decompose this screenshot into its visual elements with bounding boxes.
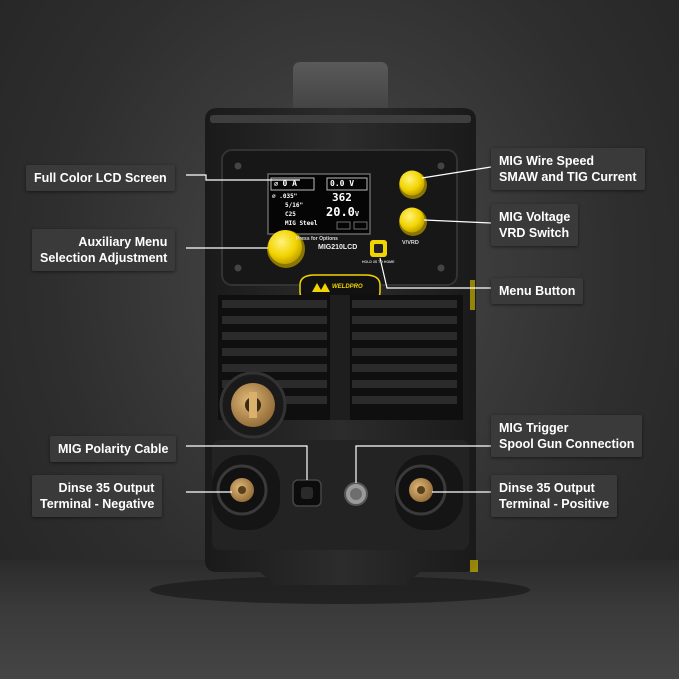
callout-wire-speed: MIG Wire Speed SMAW and TIG Current [491, 148, 645, 190]
lcd-current-unit: A [292, 179, 297, 188]
callout-positive-line1: Dinse 35 Output [499, 481, 595, 495]
voltage-knob [399, 207, 425, 233]
lcd-content: ⌀ 0 A 0.0 V ⌀ .035" 362 5/16" C25 20.0V … [268, 174, 370, 234]
brand-label: WELDPRO [332, 284, 363, 290]
callout-menu-button: Menu Button [491, 278, 584, 304]
callout-trigger-line2: Spool Gun Connection [499, 437, 635, 451]
lcd-current-value: 0 [282, 179, 288, 188]
lcd-voltage-set: 20.0V [326, 205, 359, 219]
callout-negative-line2: Terminal - Negative [40, 497, 155, 511]
lcd-voltage-display: 0.0 V [330, 179, 354, 188]
lcd-voltage-value: 0.0 [330, 179, 345, 188]
callout-trigger-line1: MIG Trigger [499, 421, 569, 435]
wire-speed-knob [399, 170, 425, 196]
lcd-wire-diameter: ⌀ .035" [272, 193, 297, 200]
callout-aux-menu-line1: Auxiliary Menu [78, 235, 168, 249]
callout-wire-speed-line2: SMAW and TIG Current [499, 170, 637, 184]
callout-voltage-line2: VRD Switch [499, 226, 570, 240]
wire-diameter-icon: ⌀ [272, 193, 280, 200]
callout-voltage-line1: MIG Voltage [499, 210, 571, 224]
callout-wire-speed-line1: MIG Wire Speed [499, 154, 595, 168]
lcd-process: MIG Steel [285, 220, 318, 227]
callout-lcd-screen: Full Color LCD Screen [26, 165, 175, 191]
model-label: MIG210LCD [318, 244, 358, 251]
lcd-voltage-set-value: 20.0 [326, 205, 355, 219]
lcd-current: ⌀ 0 A [274, 179, 297, 188]
callout-polarity-text: MIG Polarity Cable [58, 442, 169, 456]
callout-voltage: MIG Voltage VRD Switch [491, 204, 579, 246]
menu-button-caption: HOLD 3S TO HOME [362, 260, 395, 264]
diameter-icon: ⌀ [274, 180, 283, 188]
lcd-wire-diameter-value: .035" [279, 193, 298, 200]
lcd-hint: Press for Options [296, 236, 338, 242]
callout-aux-menu-line2: Selection Adjustment [40, 251, 168, 265]
callout-trigger: MIG Trigger Spool Gun Connection [491, 415, 643, 457]
callout-negative: Dinse 35 Output Terminal - Negative [32, 475, 163, 517]
lcd-screen [267, 173, 371, 235]
callout-aux-menu: Auxiliary Menu Selection Adjustment [32, 229, 176, 271]
vvrd-label: V/VRD [402, 240, 419, 246]
callout-negative-line1: Dinse 35 Output [58, 481, 155, 495]
callout-menu-button-text: Menu Button [499, 284, 576, 298]
callout-positive: Dinse 35 Output Terminal - Positive [491, 475, 618, 517]
lcd-stickout: 5/16" [285, 202, 304, 209]
lcd-gas: C25 [285, 211, 296, 218]
lcd-wire-speed: 362 [332, 191, 352, 204]
lcd-voltage-unit: V [349, 179, 355, 188]
aux-menu-knob [268, 230, 302, 264]
callout-positive-line2: Terminal - Positive [499, 497, 610, 511]
callout-lcd-screen-text: Full Color LCD Screen [34, 171, 167, 185]
callout-polarity: MIG Polarity Cable [50, 436, 177, 462]
lcd-voltage-set-unit: V [354, 210, 360, 218]
